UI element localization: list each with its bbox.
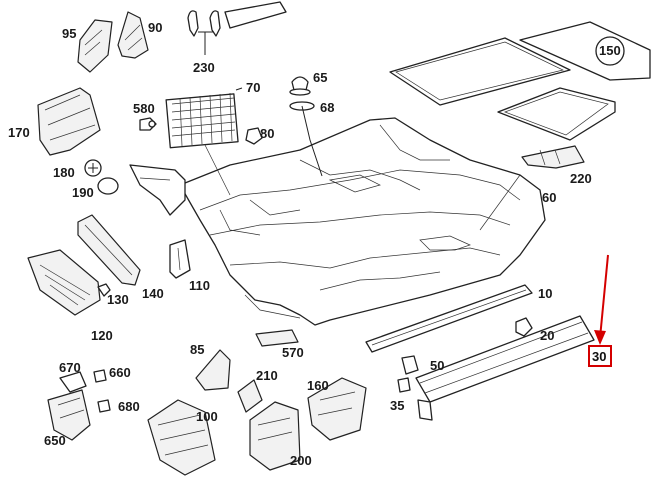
callout-580: 580 (133, 101, 155, 116)
fastener-130[interactable] (97, 283, 111, 297)
callout-220: 220 (570, 171, 592, 186)
housing-100[interactable] (147, 399, 216, 476)
callout-circle-150 (595, 36, 625, 66)
callout-170: 170 (8, 125, 30, 140)
trim-panel-170[interactable] (37, 87, 101, 156)
callout-110: 110 (189, 278, 210, 293)
callout-68: 68 (320, 100, 334, 115)
floor-mat-rear[interactable] (497, 87, 616, 141)
callout-100: 100 (196, 409, 218, 424)
callout-120: 120 (91, 328, 113, 343)
bracket-85[interactable] (195, 349, 231, 391)
bracket-220[interactable] (521, 145, 585, 169)
bracket-670[interactable] (59, 371, 87, 393)
highlight-marker: 30 (588, 254, 612, 367)
bracket-160[interactable] (307, 377, 367, 441)
net-frame-120[interactable] (27, 249, 101, 316)
cargo-net-70[interactable] (165, 92, 239, 149)
bracket-90[interactable] (117, 11, 149, 59)
callout-190: 190 (72, 185, 94, 200)
callout-65: 65 (313, 70, 327, 85)
floor-mat-150[interactable] (519, 21, 651, 81)
knob-65[interactable] (291, 76, 309, 91)
callout-570: 570 (282, 345, 304, 360)
callout-230: 230 (193, 60, 215, 75)
sill-strip-10[interactable] (365, 284, 533, 353)
callout-95: 95 (62, 26, 76, 41)
highlight-arrow (599, 254, 609, 339)
callout-200: 200 (290, 453, 312, 468)
callout-140: 140 (142, 286, 164, 301)
callout-35: 35 (390, 398, 404, 413)
callout-650: 650 (44, 433, 66, 448)
callout-20: 20 (540, 328, 554, 343)
cap-190[interactable] (97, 177, 119, 195)
clip-50[interactable] (401, 355, 419, 375)
floor-mat-main[interactable] (389, 37, 571, 106)
sill-plate-30[interactable] (415, 315, 595, 421)
callout-660: 660 (109, 365, 131, 380)
clip-230[interactable] (187, 10, 199, 37)
arrow-head-icon (594, 330, 606, 345)
callout-670: 670 (59, 360, 81, 375)
clip-80[interactable] (245, 127, 263, 145)
floor-pan[interactable] (179, 117, 546, 326)
bolt-680[interactable] (97, 399, 111, 413)
bracket-210[interactable] (237, 379, 263, 413)
callout-680: 680 (118, 399, 140, 414)
callout-30[interactable]: 30 (592, 349, 606, 364)
bracket-110[interactable] (169, 239, 191, 279)
callout-10: 10 (538, 286, 552, 301)
callout-70: 70 (246, 80, 260, 95)
callout-160: 160 (307, 378, 329, 393)
callout-85: 85 (190, 342, 204, 357)
callout-80: 80 (260, 126, 274, 141)
bolt-35[interactable] (397, 377, 411, 393)
pad-570[interactable] (255, 329, 299, 347)
callout-60: 60 (542, 190, 556, 205)
clip-20[interactable] (515, 317, 533, 337)
bolt-660[interactable] (93, 369, 107, 383)
seal-strip[interactable] (224, 1, 287, 29)
callout-130: 130 (107, 292, 129, 307)
callout-180: 180 (53, 165, 75, 180)
callout-50: 50 (430, 358, 444, 373)
side-panel-140[interactable] (129, 164, 186, 216)
callout-210: 210 (256, 368, 278, 383)
callout-150: 150 (599, 43, 621, 58)
callout-90: 90 (148, 20, 162, 35)
highlight-box (588, 345, 612, 367)
